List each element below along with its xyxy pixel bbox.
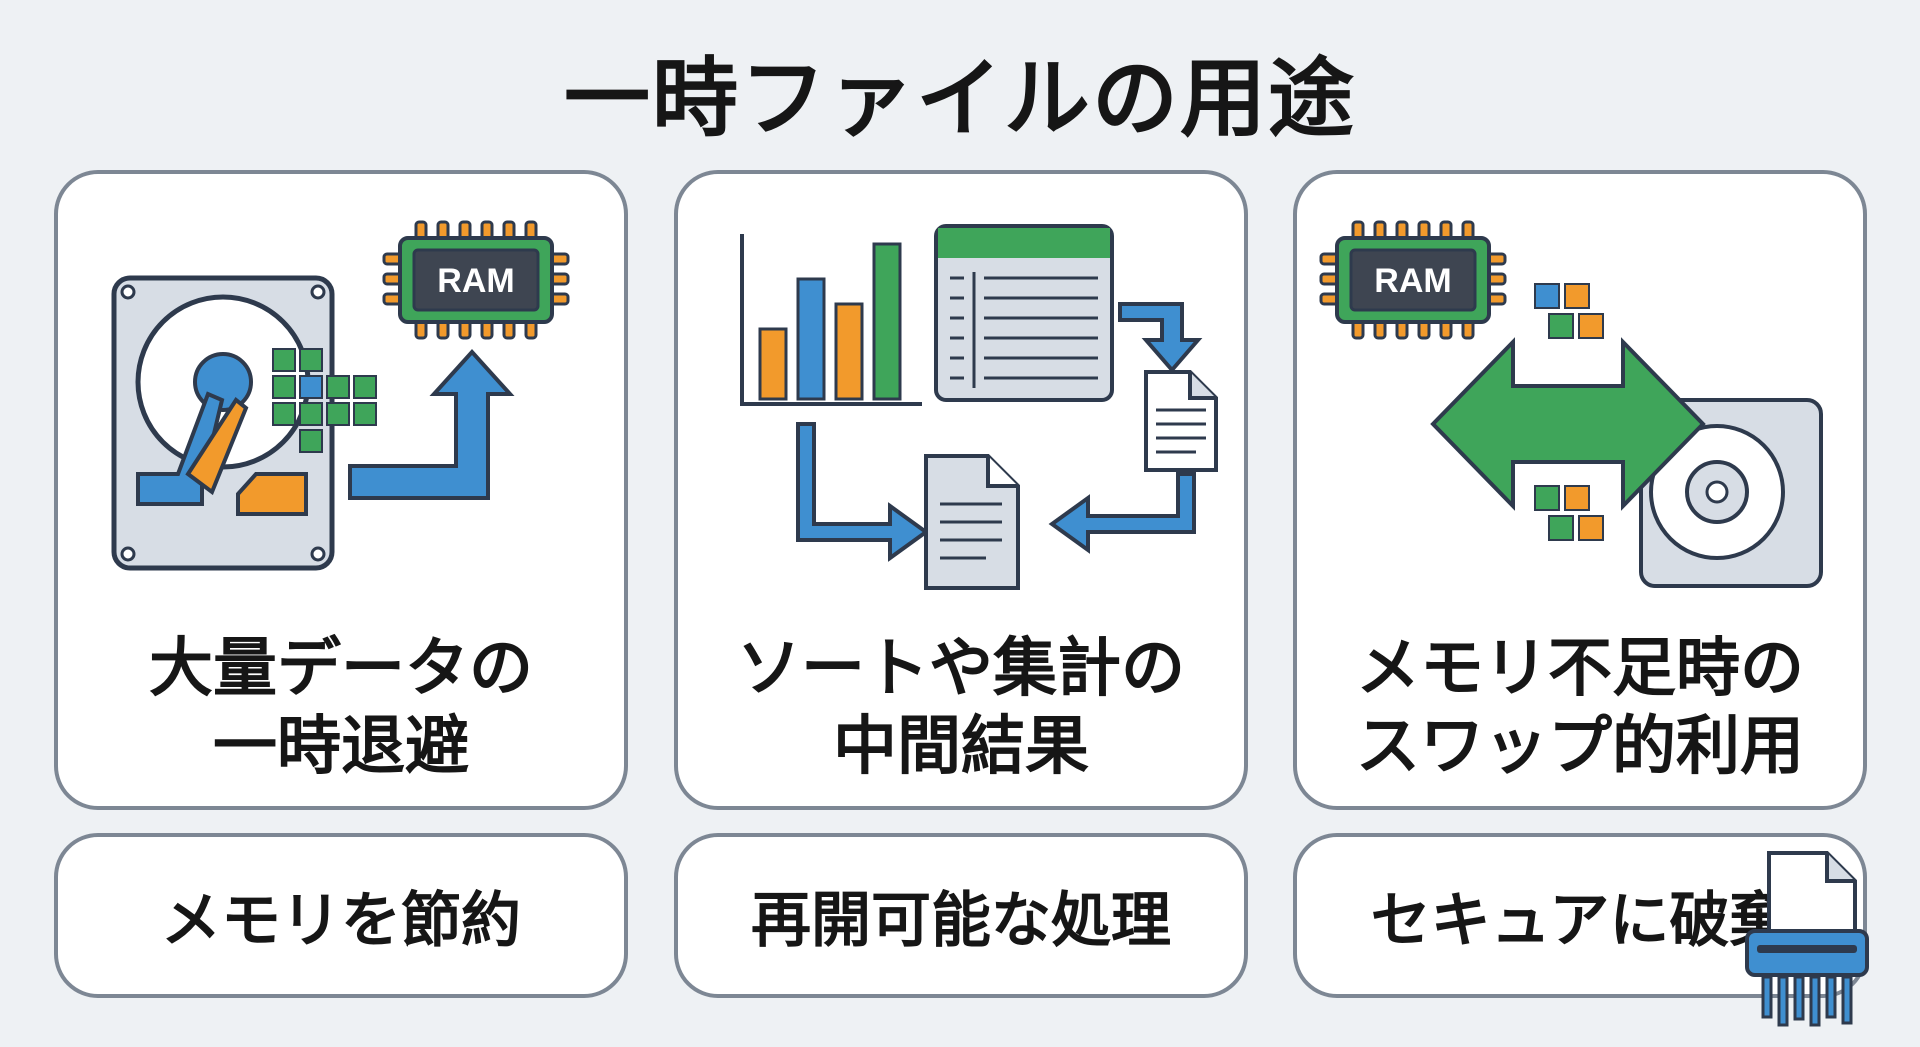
data-blocks-icon: [272, 348, 377, 453]
card-1-title-line-2: 一時退避: [213, 710, 469, 784]
feature-resumable: 再開可能な処理: [674, 833, 1248, 998]
bidirectional-arrow-icon: [1430, 337, 1706, 511]
data-blocks-top-icon: [1534, 283, 1604, 339]
card-intermediate-results: ソートや集計の 中間結果: [674, 170, 1248, 810]
ram-chip-icon: RAM: [382, 220, 570, 340]
arrow-down-right-icon: [1118, 302, 1203, 374]
bar-chart-icon: [740, 234, 922, 406]
feature-secure-disposal: セキュアに破棄: [1293, 833, 1869, 1027]
ram-label: RAM: [1374, 262, 1451, 300]
feature-3-label: セキュアに破棄: [1370, 886, 1790, 956]
small-document-icon: [1144, 370, 1218, 472]
card-3-title-line-2: スワップ的利用: [1356, 710, 1804, 784]
arrow-right-icon: [796, 422, 930, 562]
feature-save-memory: メモリを節約: [54, 833, 628, 998]
arrow-left-icon: [1048, 472, 1196, 554]
card-3-title-line-1: メモリ不足時の: [1356, 632, 1804, 706]
card-temporary-storage: RAM 大量データの 一時退避: [54, 170, 628, 810]
ram-label: RAM: [437, 262, 514, 300]
feature-2-label: 再開可能な処理: [751, 886, 1171, 956]
swap-illustration: RAM: [1319, 220, 1823, 588]
card-1-title-line-1: 大量データの: [149, 632, 533, 706]
card-swap-usage: RAM メモリ不足時の スワップ的利用: [1293, 170, 1867, 810]
page-title: 一時ファイルの用途: [564, 49, 1356, 149]
spreadsheet-icon: [934, 224, 1114, 402]
sort-aggregate-illustration: [740, 224, 1218, 590]
feature-1-label: メモリを節約: [161, 886, 521, 956]
result-document-icon: [924, 454, 1020, 590]
shredder-icon: [1745, 851, 1869, 1027]
ram-chip-icon: RAM: [1319, 220, 1507, 340]
upload-arrow-icon: [348, 349, 515, 500]
card-2-title-line-2: 中間結果: [833, 710, 1089, 784]
card-2-title-line-1: ソートや集計の: [737, 632, 1185, 706]
disk-drive-icon: [1639, 398, 1823, 588]
data-blocks-bottom-icon: [1534, 485, 1604, 541]
hdd-ram-illustration: RAM: [111, 220, 570, 571]
